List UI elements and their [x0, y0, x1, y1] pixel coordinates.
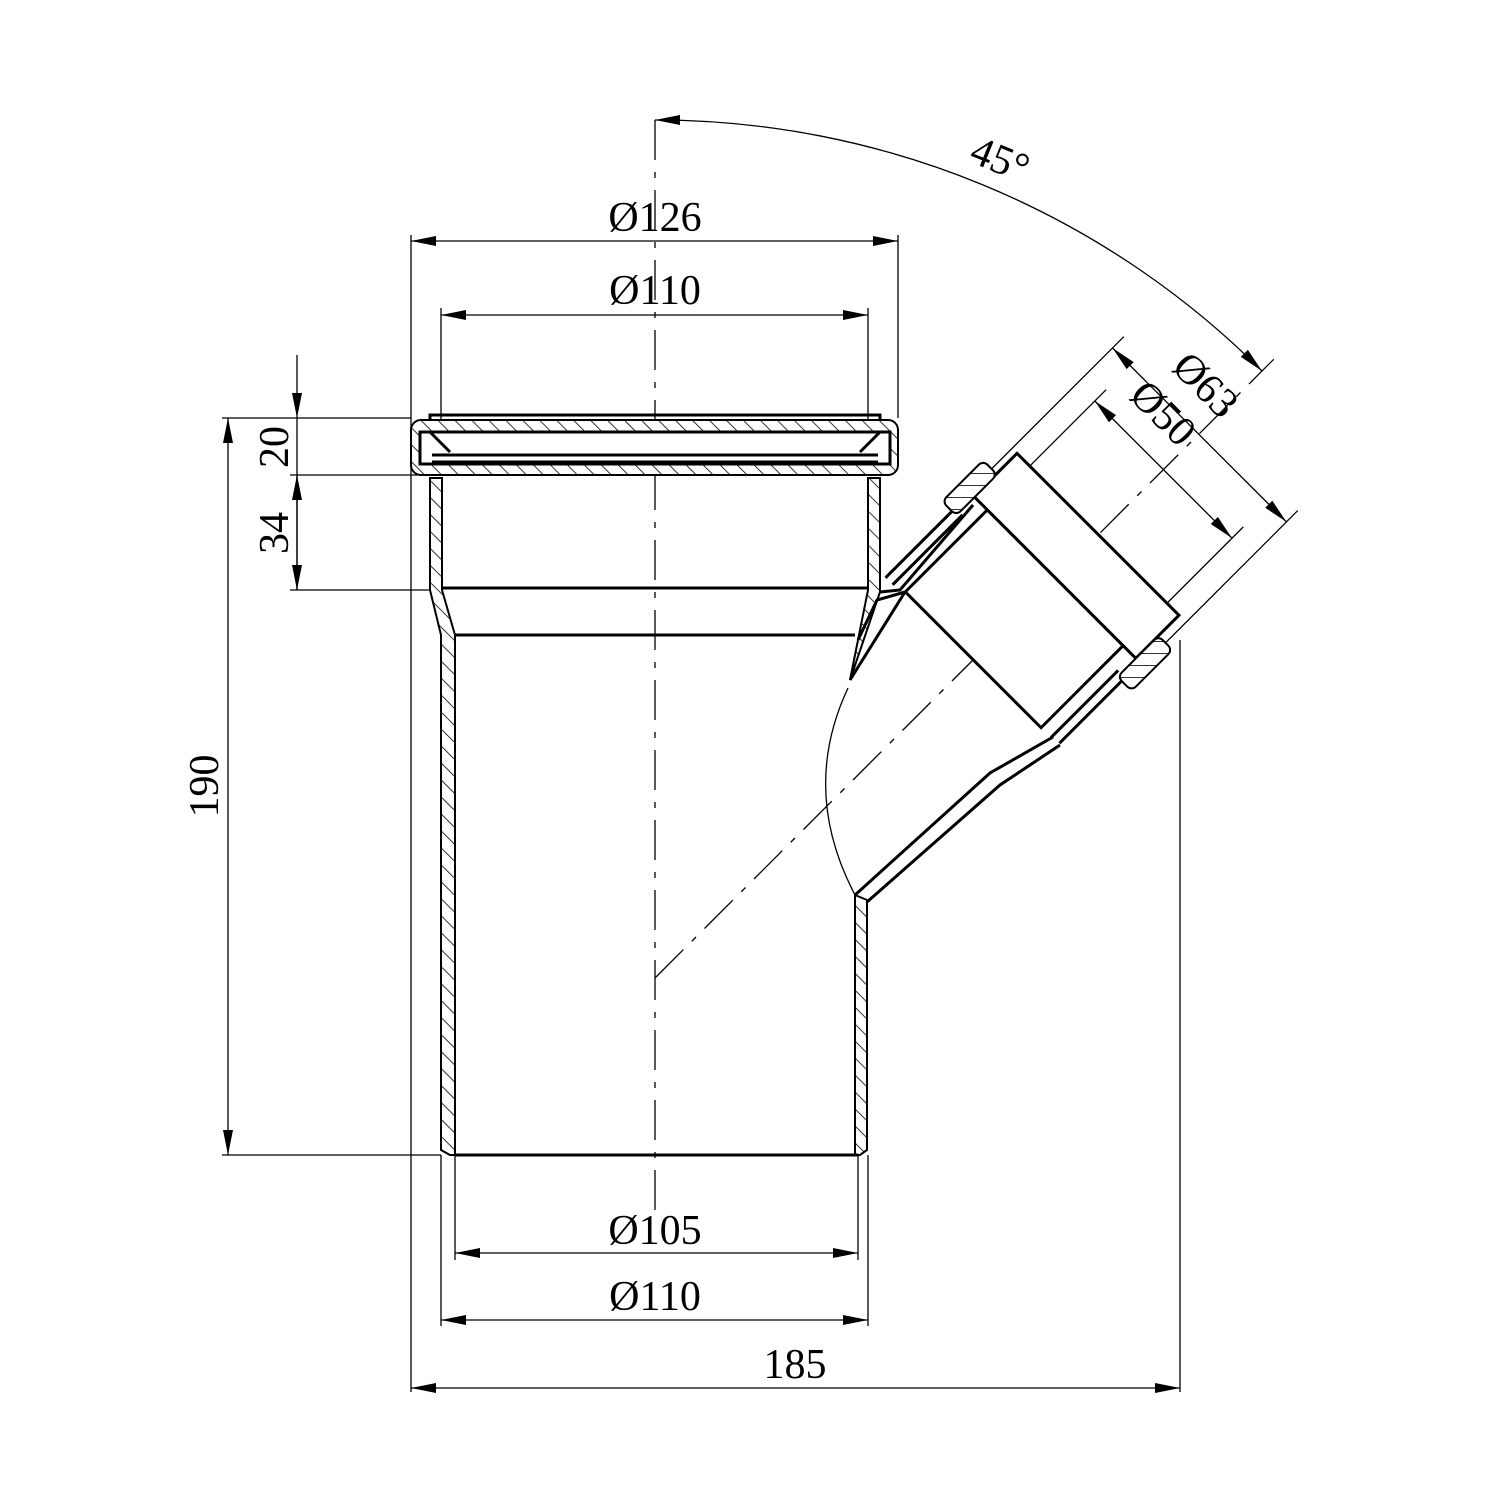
dim-line-branch-inner — [1094, 400, 1233, 539]
main-pipe — [410, 413, 899, 1157]
label-bottom-inner: Ø105 — [608, 1208, 701, 1254]
label-top-socket: Ø126 — [608, 195, 701, 241]
label-ring-height: 20 — [252, 426, 298, 468]
dim-arc-angle — [654, 114, 1263, 372]
ext-line — [1029, 389, 1107, 467]
right-wall-upper — [849, 477, 881, 681]
label-angle: 45° — [964, 128, 1036, 193]
seal-ring — [418, 430, 892, 466]
branch-walls — [884, 506, 1127, 745]
branch-nut-upper — [943, 461, 996, 515]
label-bottom-outer: Ø110 — [609, 1274, 701, 1320]
ext-line — [1166, 526, 1244, 604]
branch-intersection-curve — [824, 687, 856, 896]
seal-detail — [428, 430, 882, 464]
ext-line — [1165, 510, 1299, 644]
label-top-pipe: Ø110 — [609, 268, 701, 314]
branch-junction-upper — [848, 504, 975, 681]
socket-top-flange — [428, 413, 882, 420]
label-height: 190 — [182, 755, 228, 818]
left-wall — [429, 477, 456, 1156]
branch-junction-lower — [853, 735, 1061, 904]
right-wall-lower — [854, 893, 868, 1156]
ext-line — [991, 336, 1125, 470]
label-socket-depth: 34 — [252, 512, 298, 554]
label-width: 185 — [764, 1342, 827, 1388]
branch: Ø63 Ø50 — [654, 336, 1299, 979]
